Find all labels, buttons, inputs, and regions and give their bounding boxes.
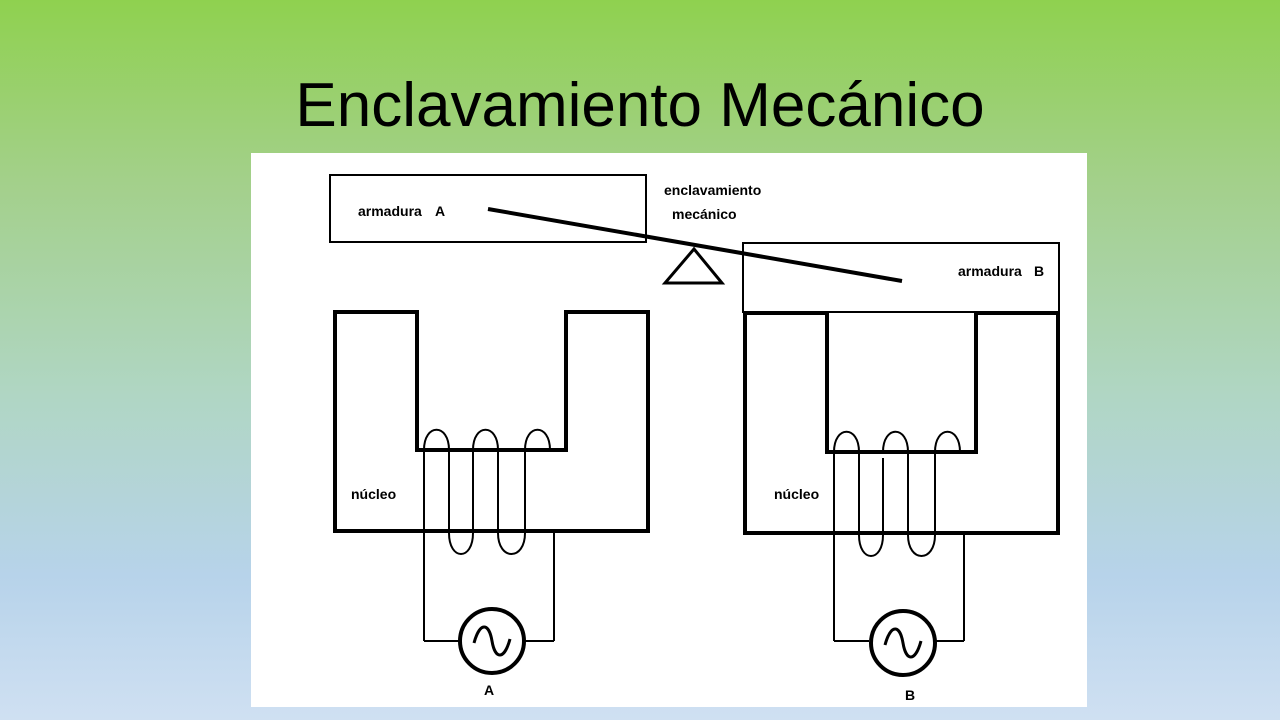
sine-icon-a [472, 625, 512, 657]
armature-b-letter: B [1034, 263, 1044, 279]
source-b-label: B [905, 687, 915, 703]
core-b [743, 311, 1060, 535]
interlock-lever [487, 207, 903, 283]
core-a [333, 310, 650, 533]
interlock-label-line2: mecánico [672, 206, 737, 222]
core-b-label: núcleo [774, 486, 819, 502]
diagram-canvas: armadura A enclavamiento mecánico armadu… [329, 174, 1060, 703]
armature-b-label: armadura [958, 263, 1022, 279]
slide-title: Enclavamiento Mecánico [295, 71, 985, 140]
armature-b-box [742, 242, 1060, 313]
pivot-triangle [661, 246, 726, 285]
source-a-label: A [484, 682, 494, 698]
coil-a [423, 429, 555, 642]
coil-b [833, 431, 965, 642]
interlock-label-line1: enclavamiento [664, 182, 761, 198]
ac-source-a [458, 607, 526, 675]
armature-a-letter: A [435, 203, 445, 219]
armature-a-box [329, 174, 647, 243]
core-a-label: núcleo [351, 486, 396, 502]
interlock-diagram: armadura A enclavamiento mecánico armadu… [251, 153, 1087, 707]
sine-icon-b [883, 627, 923, 659]
armature-a-label: armadura [358, 203, 422, 219]
ac-source-b [869, 609, 937, 677]
